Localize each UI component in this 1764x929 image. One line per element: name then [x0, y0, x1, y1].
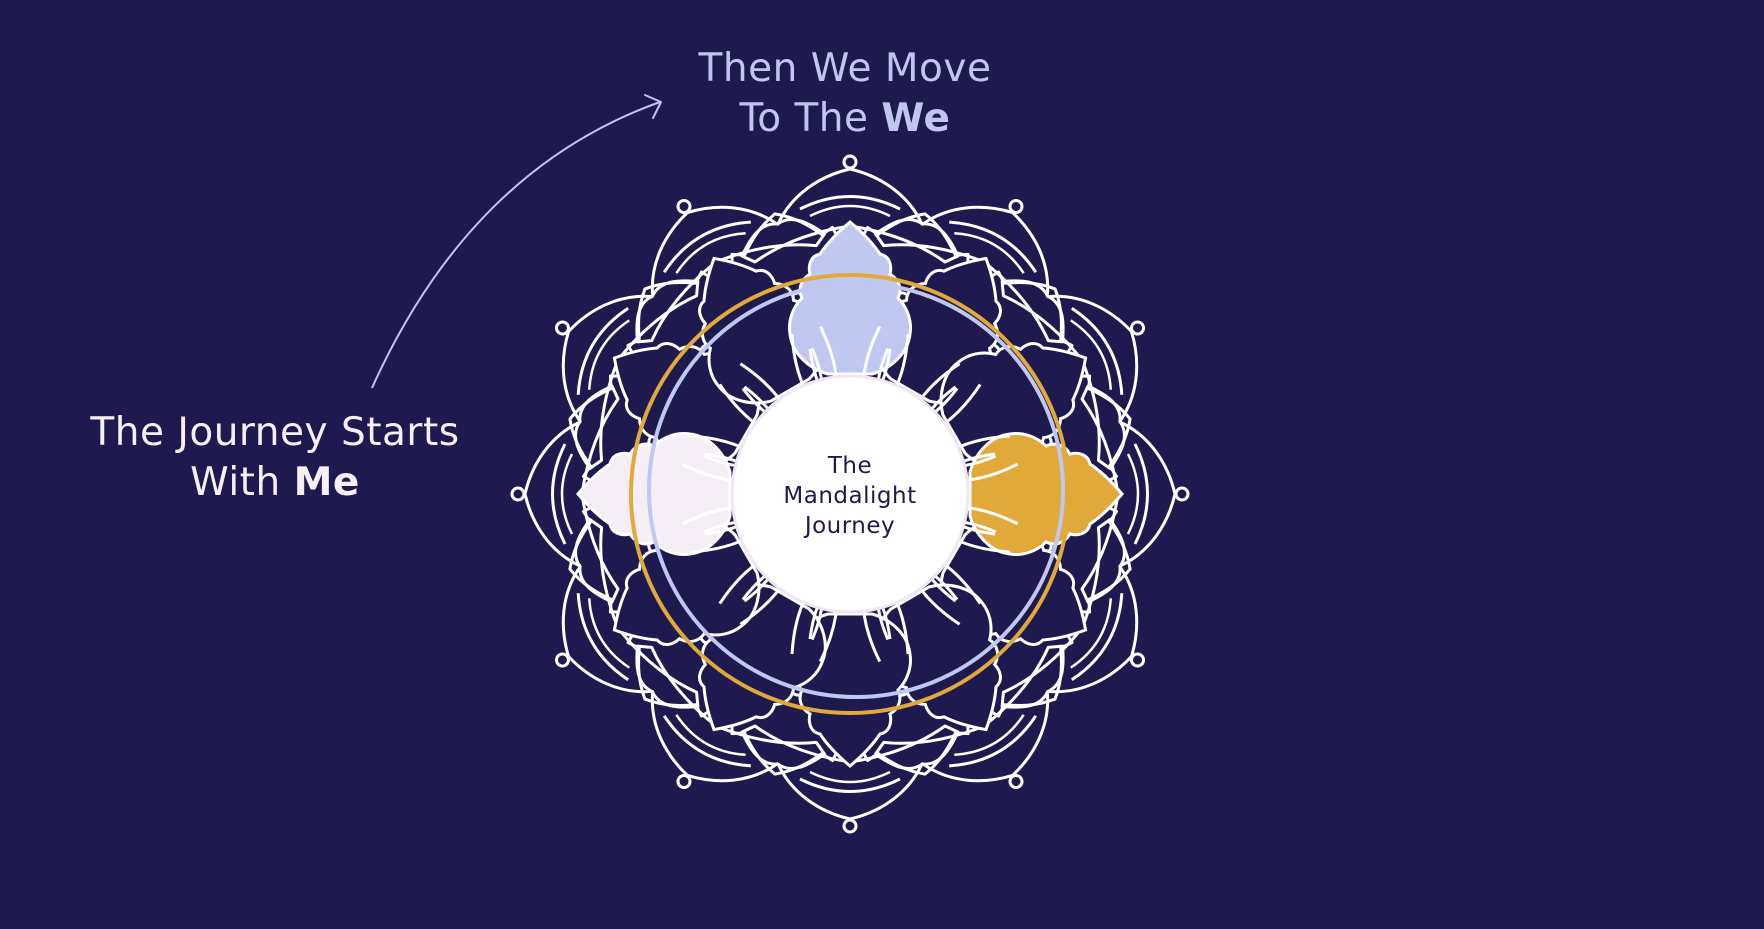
- top-caption-emphasis: We: [881, 95, 951, 141]
- center-label-line3: Journey: [804, 512, 896, 539]
- left-caption-prefix: With: [190, 459, 294, 505]
- lavender-ring: [647, 281, 1065, 699]
- top-caption-prefix: To The: [739, 95, 882, 141]
- left-caption-line1: The Journey Starts: [90, 410, 460, 455]
- center-circle: [730, 374, 970, 614]
- left-caption-emphasis: Me: [293, 459, 360, 505]
- center-label-line1: The: [827, 453, 873, 480]
- top-caption-line1: Then We Move: [698, 46, 992, 91]
- gold-ring: [629, 273, 1071, 715]
- center-label-line2: Mandalight: [783, 483, 917, 510]
- center-label: The Mandalight Journey: [733, 380, 967, 614]
- top-caption: Then We Move To The We: [640, 44, 1050, 144]
- top-caption-line2: To The We: [640, 94, 1050, 144]
- left-caption: The Journey Starts With Me: [40, 408, 510, 508]
- left-caption-line2: With Me: [40, 458, 510, 508]
